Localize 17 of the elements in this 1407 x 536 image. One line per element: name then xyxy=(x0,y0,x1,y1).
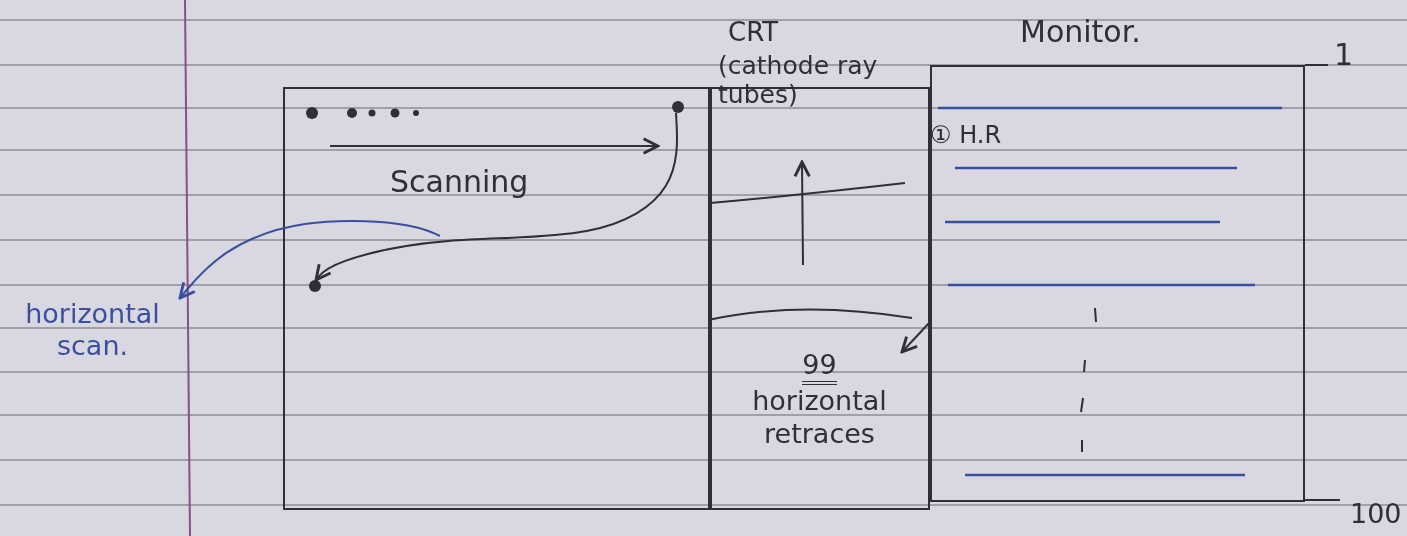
monitor-caption: Monitor. xyxy=(1020,15,1141,50)
dot xyxy=(309,280,321,292)
annotation-text: ① H.R xyxy=(930,122,1003,150)
screen-box xyxy=(283,87,710,510)
annotation-text: CRT xyxy=(728,18,780,48)
node-text: 99 xyxy=(802,349,837,386)
edge-label: Scanning xyxy=(390,165,529,200)
node-text: horizontal retraces xyxy=(751,385,888,451)
arrow xyxy=(178,219,441,300)
annotation-text: 1 xyxy=(1334,38,1355,73)
arrow xyxy=(900,321,931,354)
annotation-text: 100 xyxy=(1350,498,1403,530)
dot xyxy=(672,101,684,113)
annotation-text: (cathode ray tubes) xyxy=(718,52,879,110)
monitor-screen-box xyxy=(930,65,1305,502)
node-text: horizontal scan. xyxy=(24,298,161,363)
arrow xyxy=(314,112,679,282)
